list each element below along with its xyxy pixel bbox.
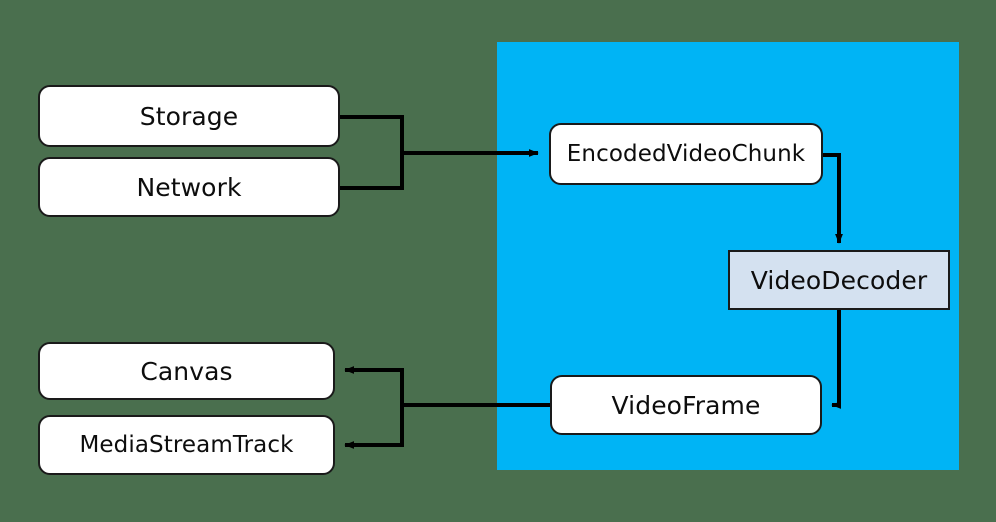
edge-junction-to-canvas xyxy=(344,366,404,405)
node-video-decoder[interactable]: VideoDecoder xyxy=(728,250,950,310)
node-network[interactable]: Network xyxy=(38,157,340,217)
node-network-label: Network xyxy=(136,172,242,202)
node-canvas-label: Canvas xyxy=(140,356,233,386)
node-encoded-video-chunk-label: EncodedVideoChunk xyxy=(566,140,806,167)
node-video-frame-label: VideoFrame xyxy=(611,390,761,420)
edge-storage-to-encodedvideochunk xyxy=(340,115,404,153)
node-media-stream-track-label: MediaStreamTrack xyxy=(79,431,294,458)
node-video-decoder-label: VideoDecoder xyxy=(750,265,928,295)
node-encoded-video-chunk[interactable]: EncodedVideoChunk xyxy=(549,123,823,185)
node-canvas[interactable]: Canvas xyxy=(38,342,335,400)
node-video-frame[interactable]: VideoFrame xyxy=(550,375,822,435)
node-media-stream-track[interactable]: MediaStreamTrack xyxy=(38,415,335,475)
edge-junction-to-mediastreamtrack xyxy=(344,405,404,449)
node-storage-label: Storage xyxy=(139,101,239,131)
node-storage[interactable]: Storage xyxy=(38,85,340,147)
edge-network-to-encodedvideochunk xyxy=(340,153,404,190)
